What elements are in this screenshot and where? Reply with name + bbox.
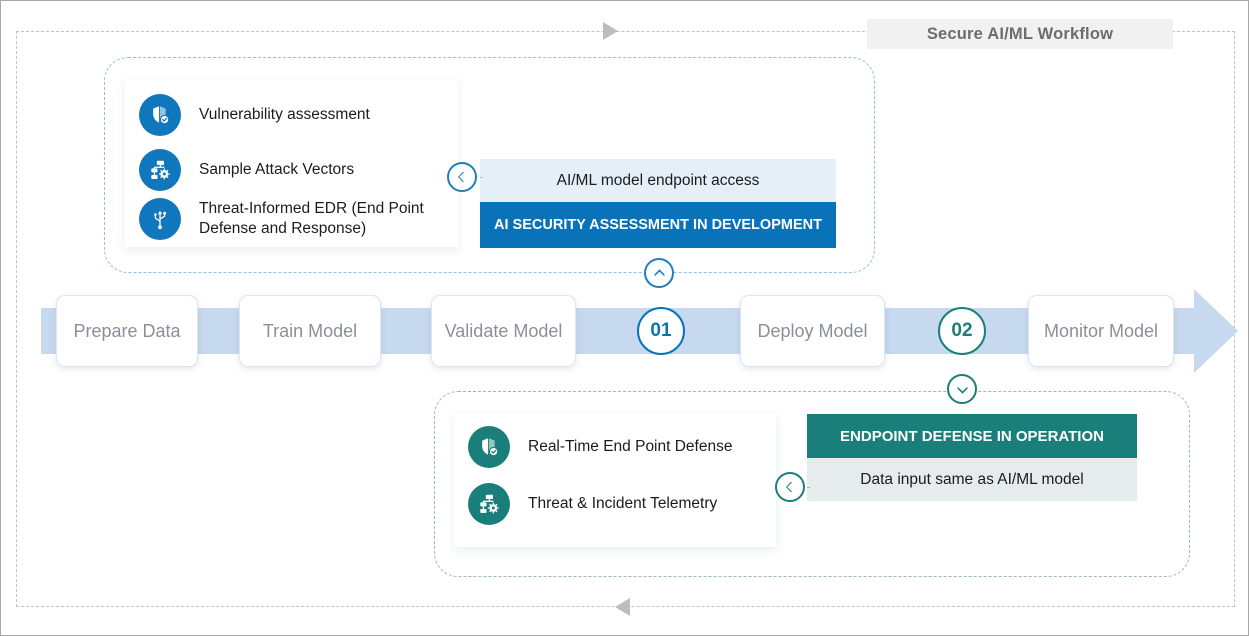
bottom-callout-headline: ENDPOINT DEFENSE IN OPERATION [807,414,1137,458]
bottom-feature-item-2: Threat & Incident Telemetry [468,483,717,525]
page-title: Secure AI/ML Workflow [867,19,1173,49]
bottom-panel [434,391,1190,577]
top-panel-feature-card: Vulnerability assessment Sample Attack V… [125,80,458,247]
top-feature-label-2: Sample Attack Vectors [199,160,355,178]
top-panel [104,57,875,273]
top-callout-left-chevron-icon[interactable] [447,162,477,192]
pipeline-marker-02[interactable]: 02 [938,307,986,355]
top-callout-subtitle: AI/ML model endpoint access [480,159,836,202]
shield-check-icon [468,426,510,468]
bottom-feature-item-1: Real-Time End Point Defense [468,426,732,468]
pipeline-stage-monitor-model[interactable]: Monitor Model [1028,295,1174,367]
top-feature-item-2: Sample Attack Vectors [139,149,354,191]
flow-arrow-left-icon [615,598,630,616]
bottom-panel-feature-card: Real-Time End Point Defense Threat & Inc… [454,414,776,547]
top-feature-item-3: Threat-Informed EDR (End Point Defense a… [139,198,431,240]
pipeline-band [41,308,1196,354]
bottom-feature-label-1: Real-Time End Point Defense [528,437,733,455]
usb-trident-icon [139,198,181,240]
bottom-panel-down-arrow-icon[interactable] [947,374,977,404]
bottom-feature-label-2: Threat & Incident Telemetry [528,494,718,512]
top-feature-label-3: Threat-Informed EDR (End Point Defense a… [199,199,424,237]
shield-check-icon [139,94,181,136]
network-gear-icon [468,483,510,525]
top-callout: AI/ML model endpoint access AI SECURITY … [480,159,836,248]
top-callout-headline: AI SECURITY ASSESSMENT IN DEVELOPMENT [480,202,836,248]
pipeline-stage-deploy-model[interactable]: Deploy Model [740,295,885,367]
bottom-callout: ENDPOINT DEFENSE IN OPERATION Data input… [807,414,1137,501]
pipeline-stage-prepare-data[interactable]: Prepare Data [56,295,198,367]
flow-arrow-right-icon [603,22,618,40]
pipeline-stage-train-model[interactable]: Train Model [239,295,381,367]
pipeline-marker-01[interactable]: 01 [637,307,685,355]
pipeline-stage-validate-model[interactable]: Validate Model [431,295,576,367]
top-panel-up-arrow-icon[interactable] [644,258,674,288]
top-feature-label-1: Vulnerability assessment [199,105,370,123]
bottom-callout-left-chevron-icon[interactable] [775,472,805,502]
top-feature-item-1: Vulnerability assessment [139,94,370,136]
bottom-callout-subtitle: Data input same as AI/ML model [807,458,1137,501]
pipeline-arrowhead-icon [1194,289,1238,373]
network-gear-icon [139,149,181,191]
